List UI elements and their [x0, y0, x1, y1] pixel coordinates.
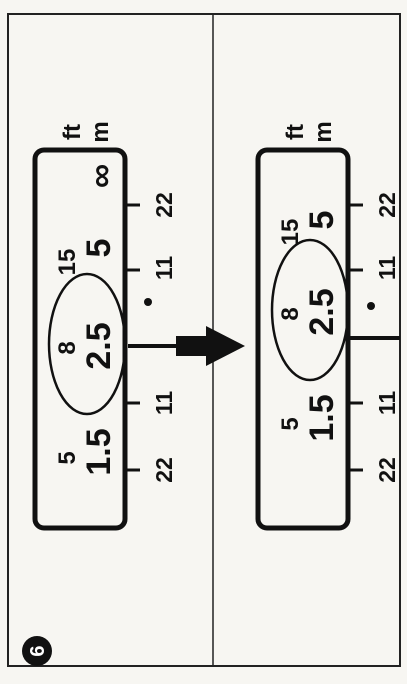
step-badge-circle	[22, 636, 52, 666]
right-focus-ellipse	[270, 238, 350, 382]
arrow-head	[206, 326, 245, 366]
arrow-shaft	[176, 336, 206, 356]
right-ft-15: 15	[277, 219, 304, 246]
right-m-unit: m	[310, 121, 337, 142]
left-dof-22-far: 22	[151, 192, 177, 218]
left-m-unit: m	[87, 121, 114, 142]
left-ft-unit: ft	[59, 124, 86, 140]
left-dof-22-near: 22	[151, 457, 177, 483]
right-ft-5: 5	[277, 417, 304, 430]
left-dof-11-near: 11	[151, 391, 177, 416]
step-badge: 6	[22, 636, 52, 666]
rotate-arrow	[128, 326, 245, 366]
left-ft-8: 8	[54, 341, 81, 354]
right-distance-scale: ft m 5 8 15 1.5 2.5 5 22 11 11 22	[255, 121, 400, 531]
right-index-dot	[367, 302, 375, 310]
left-focus-ellipse	[47, 272, 127, 416]
left-ft-15: 15	[54, 249, 81, 276]
right-dof-11-near: 11	[374, 391, 400, 416]
right-dof-22-near: 22	[374, 457, 400, 483]
right-m-2-5: 2.5	[303, 288, 341, 335]
left-m-2-5: 2.5	[80, 322, 118, 369]
right-m-1-5: 1.5	[303, 394, 341, 441]
left-distance-scale: ft m 5 8 15 ∞ 1.5 2.5 5 22 11 11 22	[32, 121, 177, 531]
right-scale-window	[255, 147, 351, 531]
right-ft-8: 8	[277, 307, 304, 320]
right-ft-unit: ft	[282, 124, 309, 140]
right-m-5: 5	[303, 211, 341, 230]
right-dof-11-far: 11	[374, 256, 400, 281]
left-ft-infinity: ∞	[82, 164, 120, 188]
left-index-dot	[144, 298, 152, 306]
left-ft-5: 5	[54, 451, 81, 464]
left-dof-11-far: 11	[151, 256, 177, 281]
left-m-5: 5	[80, 239, 118, 258]
left-m-1-5: 1.5	[80, 428, 118, 475]
right-dof-22-far: 22	[374, 192, 400, 218]
step-number: 6	[27, 645, 49, 656]
